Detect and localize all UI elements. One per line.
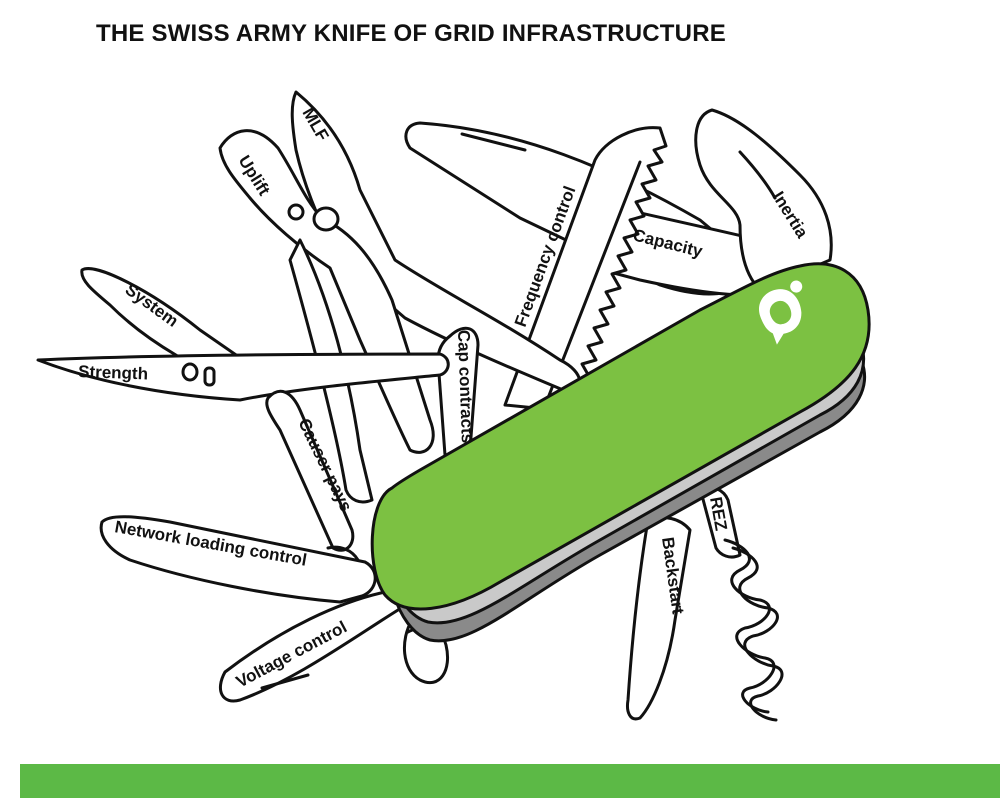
frequency-control-saw-tool bbox=[503, 126, 668, 414]
scissors-tool bbox=[36, 267, 450, 402]
pliers-tool bbox=[218, 90, 582, 504]
inertia-tool bbox=[694, 108, 833, 292]
knife-handle bbox=[370, 262, 871, 643]
brand-logo-icon bbox=[759, 280, 803, 345]
backstart-tool bbox=[626, 516, 692, 721]
page-title: THE SWISS ARMY KNIFE OF GRID INFRASTRUCT… bbox=[96, 20, 726, 47]
network-loading-control-tool bbox=[99, 515, 377, 604]
tool-label-strength: Strength bbox=[78, 362, 149, 383]
footer-accent-bar bbox=[20, 764, 1000, 798]
tool-label-cap-contracts: Cap contracts bbox=[454, 329, 477, 443]
voltage-control-tool bbox=[219, 588, 405, 703]
causer-pays-tool bbox=[265, 389, 355, 552]
rez-corkscrew-tool bbox=[698, 485, 784, 722]
